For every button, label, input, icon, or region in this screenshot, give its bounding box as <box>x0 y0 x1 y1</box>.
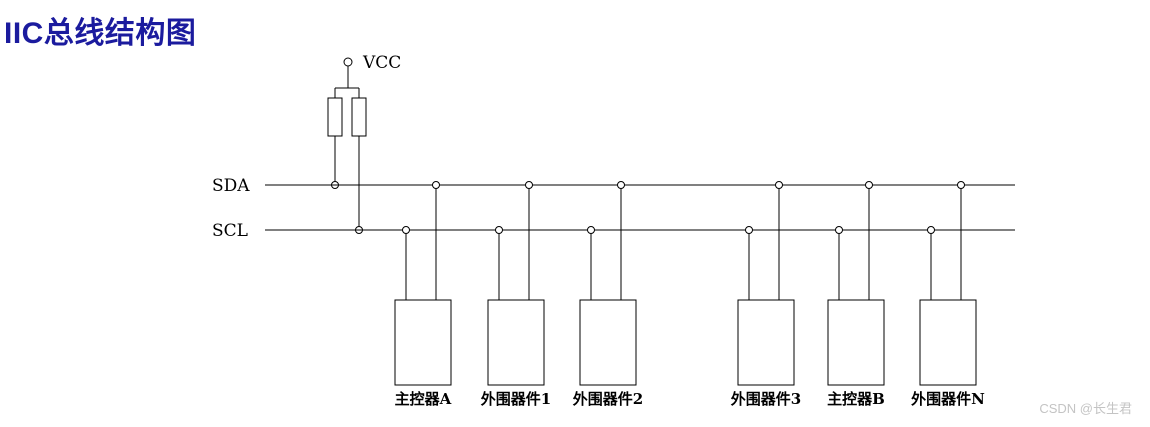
junction-dot <box>495 226 503 234</box>
device-master-a: 主控器A <box>394 181 452 408</box>
junction-dot <box>927 226 935 234</box>
device-peripheral-1: 外围器件1 <box>480 181 551 408</box>
device-label: 主控器B <box>827 390 885 408</box>
junction-dot <box>587 226 595 234</box>
device-peripheral-2: 外围器件2 <box>572 181 643 408</box>
device-box <box>827 299 885 386</box>
pullup-resistor-scl <box>351 97 367 137</box>
junction-dot <box>617 181 625 189</box>
vcc-node <box>343 57 353 67</box>
device-label: 外围器件1 <box>480 390 551 408</box>
junction-dot <box>775 181 783 189</box>
junction-dot <box>835 226 843 234</box>
junction-dot <box>432 181 440 189</box>
device-box <box>394 299 452 386</box>
vcc-label: VCC <box>362 53 401 73</box>
device-box <box>579 299 637 386</box>
device-box <box>737 299 795 386</box>
device-label: 主控器A <box>395 390 452 408</box>
device-master-b: 主控器B <box>827 181 885 408</box>
junction-dot <box>525 181 533 189</box>
device-peripheral-n: 外围器件N <box>910 181 985 408</box>
device-peripheral-3: 外围器件3 <box>730 181 801 408</box>
device-label: 外围器件3 <box>730 390 801 408</box>
diagram-title: IIC总线结构图 <box>4 17 197 50</box>
device-box <box>487 299 545 386</box>
sda-label: SDA <box>212 176 250 196</box>
junction-dot <box>745 226 753 234</box>
watermark: CSDN @长生君 <box>1039 401 1132 416</box>
junction-dot <box>402 226 410 234</box>
device-label: 外围器件2 <box>572 390 643 408</box>
device-label: 外围器件N <box>910 390 985 408</box>
pullup-resistor-sda <box>327 97 343 137</box>
junction-dot <box>865 181 873 189</box>
vcc-section: VCC <box>327 53 401 234</box>
junction-dot <box>957 181 965 189</box>
device-box <box>919 299 977 386</box>
scl-label: SCL <box>212 221 248 241</box>
